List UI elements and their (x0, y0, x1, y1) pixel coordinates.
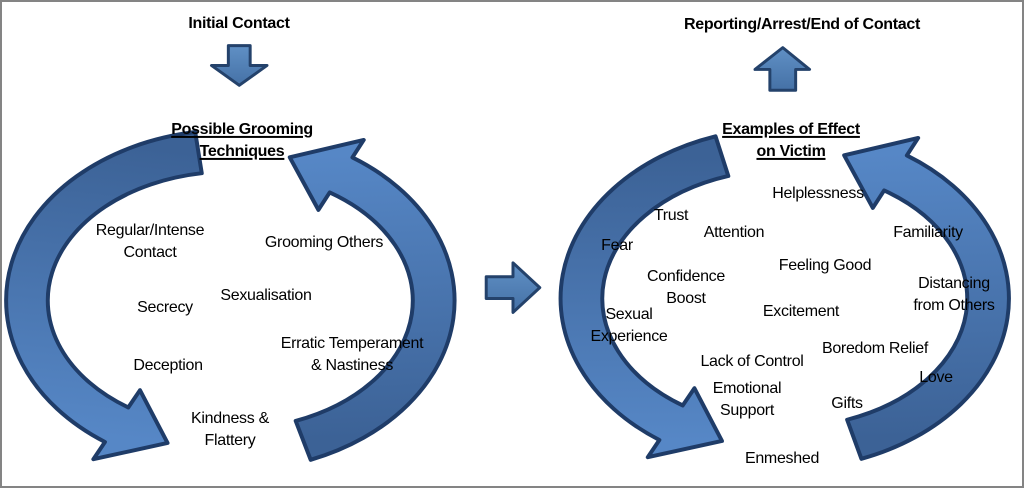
effect-familiarity: Familiarity (893, 223, 963, 241)
effect-gifts: Gifts (831, 394, 863, 412)
technique-kindness-flattery: Kindness & Flattery (191, 409, 269, 449)
initial-contact-down-arrow-icon (209, 44, 269, 87)
technique-erratic-temperament: Erratic Temperament & Nastiness (280, 334, 424, 374)
technique-deception: Deception (133, 356, 203, 374)
right-cycle-title: Examples of Effect on Victim (722, 120, 860, 160)
effect-sexual-experience: Sexual Experience (590, 305, 668, 345)
effect-lack-of-control: Lack of Control (700, 352, 804, 370)
right-cycle-descending-arrow-icon (558, 134, 731, 460)
effect-excitement: Excitement (762, 302, 840, 320)
technique-grooming-others: Grooming Others (264, 233, 384, 251)
left-cycle-descending-arrow-icon (4, 130, 204, 462)
effect-helplessness: Helplessness (772, 184, 864, 202)
left-cycle-title: Possible Grooming Techniques (171, 120, 313, 160)
effect-confidence-boost: Confidence Boost (647, 267, 725, 307)
effect-attention: Attention (703, 223, 765, 241)
effect-feeling-good: Feeling Good (778, 256, 872, 274)
effect-boredom-relief: Boredom Relief (821, 339, 929, 357)
effect-love: Love (919, 368, 953, 386)
effect-trust: Trust (653, 206, 689, 224)
effect-fear: Fear (601, 236, 633, 254)
initial-contact-label: Initial Contact (188, 14, 290, 32)
technique-regular-intense-contact: Regular/Intense Contact (95, 221, 205, 261)
effect-emotional-support: Emotional Support (712, 379, 782, 419)
left-cycle-ascending-arrow-icon (287, 137, 457, 462)
technique-sexualisation: Sexualisation (220, 286, 312, 304)
effect-enmeshed: Enmeshed (744, 449, 820, 467)
reporting-arrest-label: Reporting/Arrest/End of Contact (683, 15, 921, 33)
right-cycle-ascending-arrow-icon (842, 135, 1011, 461)
between-cycles-right-arrow-icon (484, 261, 542, 314)
effect-distancing: Distancing from Others (913, 274, 995, 314)
technique-secrecy: Secrecy (137, 298, 193, 316)
reporting-up-arrow-icon (753, 46, 812, 92)
